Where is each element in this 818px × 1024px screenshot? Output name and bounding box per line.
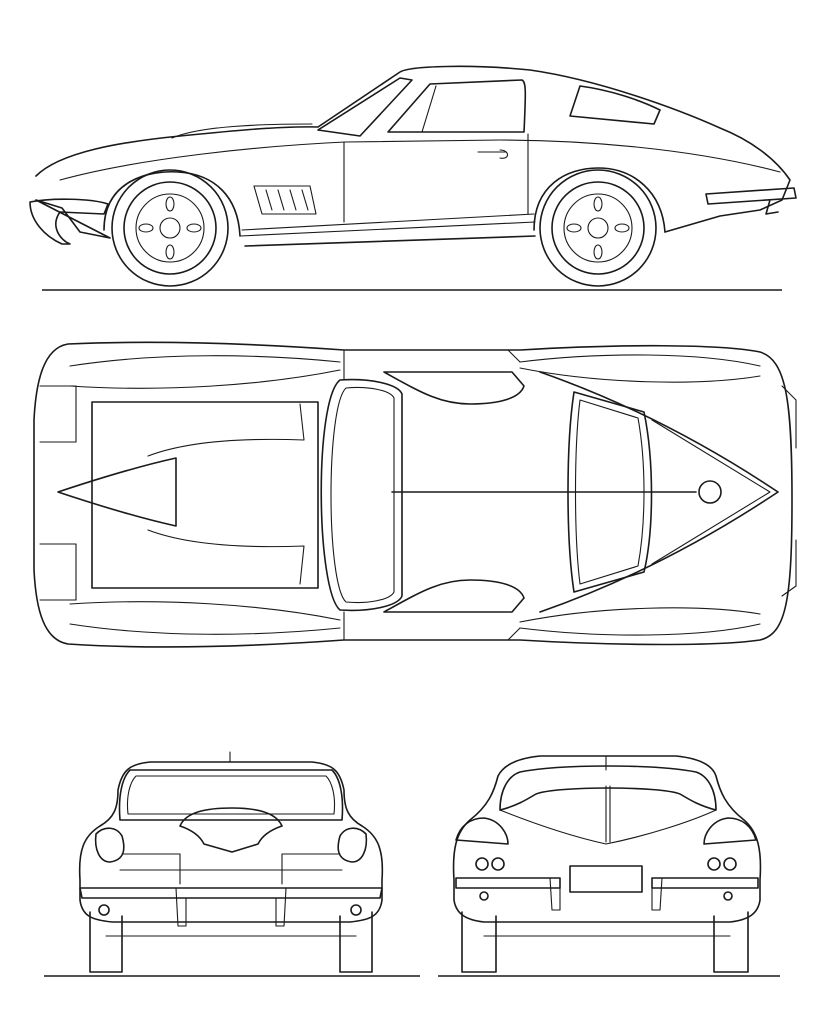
top-view	[33, 341, 797, 648]
side-view-side-window-inner	[421, 85, 437, 133]
side-view-hood-bulge	[171, 123, 313, 139]
top-view-hood-scoop	[57, 457, 177, 527]
side-view-door-handle	[477, 149, 509, 159]
side-view-rear-window	[569, 85, 661, 125]
side-view-rear-wheel	[533, 167, 666, 287]
rear-view-center-spine	[605, 755, 611, 843]
side-view-front-wheel	[103, 169, 241, 287]
rear-view-taillight-right-outer	[723, 857, 737, 871]
rear-view-deck-creases	[499, 809, 717, 845]
top-view-fender-lines-right	[69, 601, 341, 635]
rear-view-left-fender-pod	[455, 817, 509, 845]
top-view-roof-vent-top	[383, 371, 525, 405]
rear-view	[438, 755, 780, 977]
top-view-front-bumper-left	[39, 385, 77, 443]
top-view-fuel-cap	[698, 480, 722, 504]
rear-view-taillight-right-inner	[707, 857, 721, 871]
front-view-right-signal	[350, 904, 362, 916]
rear-view-license-plate	[569, 865, 643, 893]
rear-view-body-outline	[452, 755, 762, 923]
rear-view-right-fender-pod	[703, 817, 757, 845]
top-view-hood-bulge	[147, 403, 305, 585]
side-view-body-outline	[35, 65, 791, 247]
top-view-fender-lines-left	[69, 355, 341, 389]
front-view	[44, 751, 420, 977]
top-view-rear-deck-inner	[651, 419, 771, 565]
top-view-rear-window-inner	[574, 399, 645, 585]
top-view-roof-vent-bottom	[383, 579, 525, 613]
rear-view-right-tire	[713, 911, 749, 973]
front-view-grille	[119, 853, 343, 885]
side-view-side-window	[387, 79, 527, 133]
rear-view-bumper	[455, 877, 759, 889]
side-view	[29, 65, 797, 291]
top-view-rear-window	[567, 391, 653, 593]
rear-view-taillight-left-outer	[475, 857, 489, 871]
rear-view-left-backup-lamp	[479, 891, 489, 901]
top-view-cowl-lines	[343, 349, 521, 641]
side-view-front-bumper	[29, 198, 109, 245]
rear-view-bumper-guards	[549, 877, 663, 911]
top-view-rear-bumper	[781, 385, 797, 597]
front-view-windshield-inner	[126, 775, 336, 815]
top-view-windshield-inner	[330, 386, 395, 604]
front-view-windshield	[118, 769, 344, 821]
front-view-right-tire	[339, 911, 373, 973]
side-view-beltline	[59, 139, 781, 181]
front-view-right-headlight	[337, 827, 368, 863]
top-view-windshield	[320, 378, 403, 612]
front-view-left-signal	[98, 904, 110, 916]
top-view-front-bumper-right	[39, 543, 77, 601]
front-view-hood-bulge	[179, 807, 283, 853]
front-view-left-headlight	[94, 827, 125, 863]
side-view-rocker	[239, 213, 536, 237]
side-view-rear-bumper	[705, 187, 797, 215]
side-view-windshield	[317, 77, 413, 137]
side-view-door-line	[343, 133, 529, 223]
top-view-hood-panel	[91, 401, 319, 589]
rear-view-taillight-left-inner	[491, 857, 505, 871]
top-view-rear-fender-lines	[519, 354, 761, 636]
top-view-rear-deck	[539, 371, 779, 613]
rear-view-left-tire	[461, 911, 497, 973]
front-view-body-outline	[78, 761, 384, 923]
front-view-left-tire	[89, 911, 123, 973]
rear-view-rear-window	[499, 765, 717, 811]
front-view-bumper	[79, 887, 383, 899]
rear-view-right-backup-lamp	[723, 891, 733, 901]
top-view-body-outline	[33, 341, 793, 648]
side-view-fender-vents	[253, 185, 317, 215]
front-view-bumper-guards	[175, 887, 287, 927]
